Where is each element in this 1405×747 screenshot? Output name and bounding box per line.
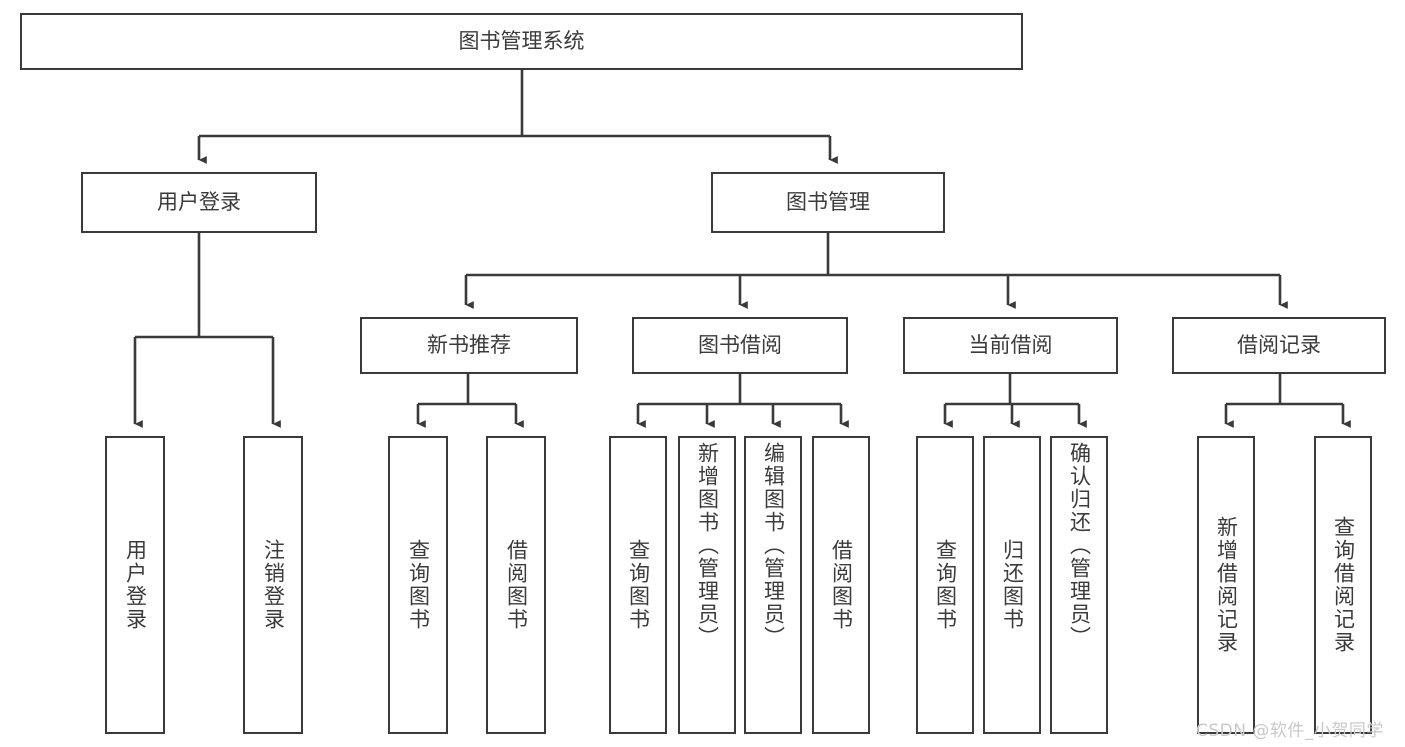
node-user-login-label: 用户登录 [157, 190, 241, 215]
node-leaf-user-login-label: 用户登录 [123, 539, 148, 631]
csdn-watermark: CSDN @软件_小贺同学 [1196, 721, 1384, 741]
node-leaf-user-logout-label: 注销登录 [261, 539, 286, 631]
node-leaf-add-borrow-record-label: 新增借阅记录 [1214, 516, 1239, 654]
node-root[interactable]: 图书管理系统 [20, 13, 1023, 70]
node-leaf-borrow-book-rec-label: 借阅图书 [504, 539, 529, 631]
node-leaf-borrow-book-rec[interactable]: 借阅图书 [486, 436, 546, 734]
node-leaf-confirm-return-admin-label: 确认归还（管理员） [1067, 442, 1092, 649]
node-book-management-label: 图书管理 [786, 190, 870, 215]
node-leaf-edit-book-admin[interactable]: 编辑图书（管理员） [744, 436, 802, 734]
node-leaf-borrow-book-label: 借阅图书 [829, 539, 854, 631]
node-leaf-borrow-book[interactable]: 借阅图书 [812, 436, 870, 734]
node-leaf-query-book-rec-label: 查询图书 [406, 539, 431, 631]
node-current-borrow[interactable]: 当前借阅 [903, 317, 1118, 374]
node-leaf-user-login[interactable]: 用户登录 [105, 436, 165, 734]
node-borrow-records[interactable]: 借阅记录 [1172, 317, 1386, 374]
node-leaf-confirm-return-admin[interactable]: 确认归还（管理员） [1050, 436, 1108, 734]
node-new-book-recommend-label: 新书推荐 [427, 333, 511, 358]
node-leaf-query-book-current-label: 查询图书 [933, 539, 958, 631]
node-leaf-return-book-label: 归还图书 [1000, 539, 1025, 631]
node-leaf-user-logout[interactable]: 注销登录 [243, 436, 303, 734]
node-leaf-return-book[interactable]: 归还图书 [983, 436, 1041, 734]
node-leaf-query-book-rec[interactable]: 查询图书 [388, 436, 448, 734]
node-borrow-records-label: 借阅记录 [1237, 333, 1321, 358]
node-leaf-query-borrow-record[interactable]: 查询借阅记录 [1314, 436, 1372, 734]
node-leaf-add-borrow-record[interactable]: 新增借阅记录 [1197, 436, 1255, 734]
node-current-borrow-label: 当前借阅 [968, 333, 1053, 358]
node-leaf-add-book-admin[interactable]: 新增图书（管理员） [678, 436, 736, 734]
node-user-login[interactable]: 用户登录 [81, 172, 317, 233]
node-leaf-query-borrow-record-label: 查询借阅记录 [1331, 516, 1356, 654]
node-leaf-query-book-borrow[interactable]: 查询图书 [609, 436, 667, 734]
node-root-label: 图书管理系统 [458, 29, 585, 54]
node-leaf-query-book-borrow-label: 查询图书 [626, 539, 651, 631]
node-book-borrow[interactable]: 图书借阅 [632, 317, 848, 374]
node-leaf-edit-book-admin-label: 编辑图书（管理员） [761, 442, 786, 649]
node-book-borrow-label: 图书借阅 [698, 333, 782, 358]
node-leaf-query-book-current[interactable]: 查询图书 [916, 436, 974, 734]
node-book-management[interactable]: 图书管理 [711, 172, 945, 233]
node-leaf-add-book-admin-label: 新增图书（管理员） [695, 442, 720, 649]
node-new-book-recommend[interactable]: 新书推荐 [360, 317, 578, 374]
